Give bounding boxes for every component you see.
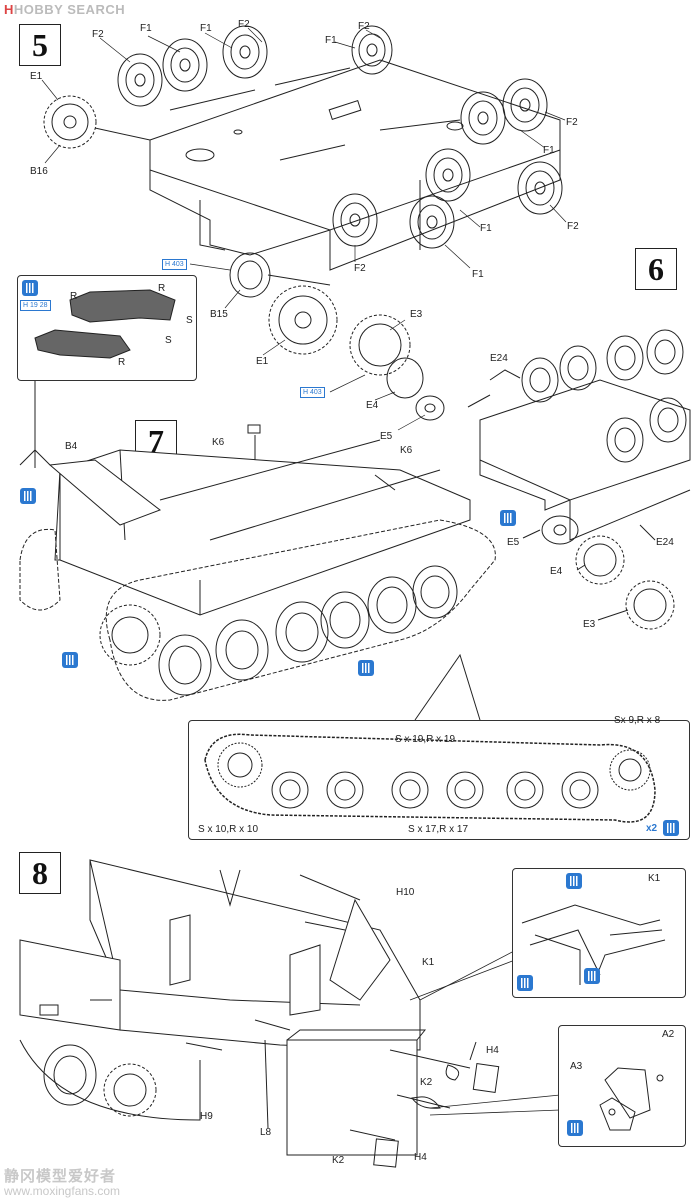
- track-run-panel: [188, 720, 690, 840]
- glue-brush-icon: [663, 820, 679, 836]
- part-label: K1: [422, 957, 435, 968]
- part-ref-chip: H 19 28: [20, 300, 51, 311]
- part-label: A3: [570, 1061, 583, 1072]
- glue-brush-icon: [22, 280, 38, 296]
- part-ref-chip: H 403: [300, 387, 325, 398]
- part-label: E24: [490, 353, 508, 364]
- part-label: F2: [238, 19, 250, 30]
- part-label: A2: [662, 1029, 675, 1040]
- part-label: H4: [486, 1045, 499, 1056]
- part-label: K6: [212, 437, 225, 448]
- step5-hull: [149, 59, 561, 271]
- track-links-in-panel: [34, 289, 176, 359]
- site-logo: HHOBBY SEARCH: [4, 2, 125, 17]
- part-label: B4: [65, 441, 78, 452]
- track-link-label: S: [186, 315, 193, 326]
- watermark-text: 静冈模型爱好者: [4, 1167, 117, 1185]
- part-label: F2: [566, 117, 578, 128]
- part-label: E4: [550, 566, 563, 577]
- part-label: F2: [567, 221, 579, 232]
- step7-hull: [48, 424, 471, 616]
- step5-wheels: [117, 25, 563, 298]
- track-loop-in-panel: [204, 733, 656, 823]
- part-label: F2: [358, 21, 370, 32]
- step-8-badge: 8: [19, 852, 61, 894]
- step5-leaders: [41, 27, 567, 431]
- cement-icon: [566, 873, 582, 889]
- track-count-bottom-left: S x 10,R x 10: [198, 824, 259, 835]
- part-label: E5: [507, 537, 520, 548]
- part-label: E3: [583, 619, 596, 630]
- part-label: F1: [543, 145, 555, 156]
- track-count-bottom: S x 17,R x 17: [408, 824, 469, 835]
- cement-icon: [62, 652, 78, 668]
- track-count-right: Sx 9,R x 8: [614, 715, 661, 726]
- glue-brush-icon: [567, 1120, 583, 1136]
- part-label: E3: [410, 309, 423, 320]
- step8-parts: [349, 1041, 500, 1168]
- part-ref-chip: H 403: [162, 259, 187, 270]
- step5-sprockets: [43, 95, 445, 421]
- site-name: HOBBY SEARCH: [13, 2, 126, 17]
- part-label: E4: [366, 400, 379, 411]
- step-6-badge: 6: [635, 248, 677, 290]
- step-5-badge: 5: [19, 24, 61, 66]
- track-link-label: R: [118, 357, 126, 368]
- part-label: F1: [325, 35, 337, 46]
- part-label: L8: [260, 1127, 272, 1138]
- step6-hull: [467, 329, 691, 630]
- part-label: E1: [30, 71, 43, 82]
- cement-icon: [358, 660, 374, 676]
- cement-icon: [584, 968, 600, 984]
- a2-a3-parts-in-panel: [599, 1067, 664, 1131]
- cement-icon: [500, 510, 516, 526]
- multiplier-badge: x2: [646, 823, 658, 834]
- part-label: K2: [420, 1077, 433, 1088]
- part-label: B16: [30, 166, 48, 177]
- part-label: E5: [380, 431, 393, 442]
- part-label: F1: [200, 23, 212, 34]
- part-label: E24: [656, 537, 674, 548]
- part-label: K6: [400, 445, 413, 456]
- part-label: E1: [256, 356, 269, 367]
- step7-tracks: [19, 519, 496, 701]
- part-label: F2: [92, 29, 104, 40]
- part-label: H4: [414, 1152, 427, 1163]
- step5-axles: [94, 67, 461, 286]
- watermark-url: www.moxingfans.com: [4, 1184, 121, 1198]
- cement-icon: [20, 488, 36, 504]
- glue-brush-icon: [517, 975, 533, 991]
- part-label: F1: [140, 23, 152, 34]
- part-label: F1: [472, 269, 484, 280]
- part-label: F2: [354, 263, 366, 274]
- logo-mark: H: [4, 2, 14, 17]
- part-label: F1: [480, 223, 492, 234]
- track-link-label: R: [158, 283, 166, 294]
- track-link-label: S: [165, 335, 172, 346]
- part-label: H10: [396, 887, 415, 898]
- part-label: H9: [200, 1111, 213, 1122]
- part-label: B15: [210, 309, 228, 320]
- part-label: K1: [648, 873, 661, 884]
- track-count-top: S x 19,R x 19: [395, 734, 456, 745]
- part-label: K2: [332, 1155, 345, 1166]
- track-link-label: R: [70, 291, 78, 302]
